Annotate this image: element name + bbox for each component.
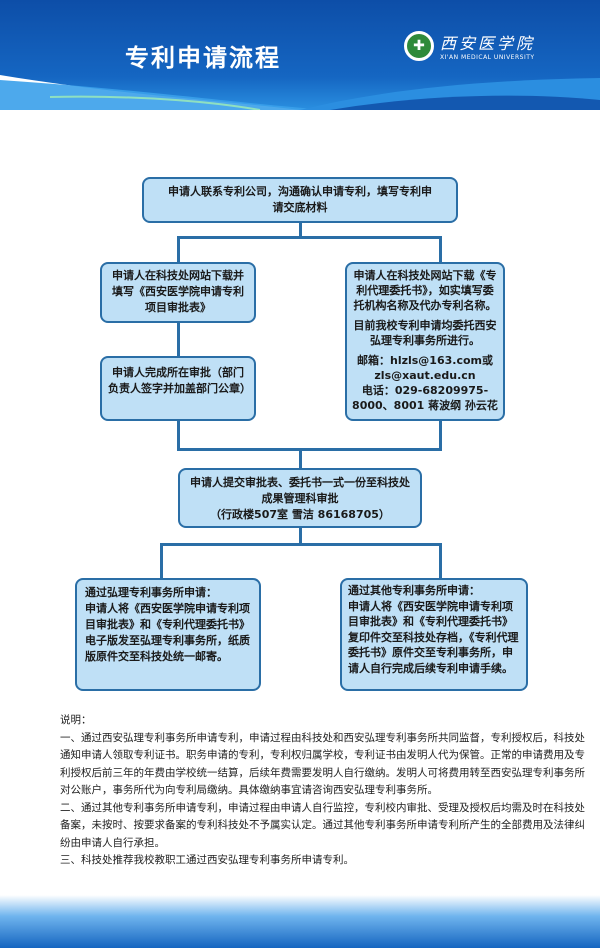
note-1: 一、通过西安弘理专利事务所申请专利，申请过程由科技处和西安弘理专利事务所共同监督… [60, 731, 585, 797]
emblem-icon: ✚ [404, 30, 434, 61]
connector [177, 448, 442, 451]
logo-text-en: XI'AN MEDICAL UNIVERSITY [440, 54, 535, 61]
connector [299, 527, 302, 545]
option-body: 申请人将《西安医学院申请专利项目审批表》和《专利代理委托书》电子版发至弘理专利事… [85, 602, 250, 663]
connector [177, 236, 180, 262]
connector [160, 543, 163, 578]
option-title: 通过弘理专利事务所申请： [85, 586, 217, 599]
connector [160, 543, 442, 546]
step-submit-approval: 申请人提交审批表、委托书一式一份至科技处成果管理科审批 （行政楼507室 雪洁 … [178, 468, 422, 528]
option-body: 申请人将《西安医学院申请专利项目审批表》和《专利代理委托书》复印件交至科技处存档… [348, 599, 519, 675]
step-department-approval: 申请人完成所在审批（部门负责人签字并加盖部门公章） [100, 356, 256, 421]
footer-band [0, 895, 600, 948]
notes-heading: 说明： [60, 714, 92, 726]
option-title: 通过其他专利事务所申请： [348, 584, 480, 597]
page-title: 专利申请流程 [125, 44, 281, 72]
connector [439, 420, 442, 450]
note-2: 二、通过其他专利事务所申请专利，申请过程由申请人自行监控，专利校内审批、受理及授… [60, 801, 585, 849]
connector [439, 236, 442, 262]
step-contact-agency: 申请人联系专利公司，沟通确认申请专利，填写专利申请交底材料 [142, 177, 458, 223]
option-hongli-agency: 通过弘理专利事务所申请： 申请人将《西安医学院申请专利项目审批表》和《专利代理委… [75, 578, 261, 691]
step-download-form: 申请人在科技处网站下载并填写《西安医学院申请专利项目审批表》 [100, 262, 256, 323]
submit-contact: （行政楼507室 雪洁 86168705） [210, 508, 390, 521]
contact-email: 邮箱：hlzls@163.com或zls@xaut.edu.cn [356, 354, 493, 382]
option-other-agency: 通过其他专利事务所申请： 申请人将《西安医学院申请专利项目审批表》和《专利代理委… [340, 578, 528, 691]
connector [177, 420, 180, 450]
logo-text-cn: 西安医学院 [440, 34, 536, 53]
step-download-power-of-attorney: 申请人在科技处网站下载《专利代理委托书》，如实填写委托机构名称及代办专利名称。 … [345, 262, 505, 421]
connector [439, 543, 442, 578]
submit-text: 申请人提交审批表、委托书一式一份至科技处成果管理科审批 [190, 476, 410, 505]
agency-note: 目前我校专利申请均委托西安弘理专利事务所进行。 [353, 319, 497, 347]
connector [299, 448, 302, 468]
wave-decoration [0, 75, 600, 110]
connector [299, 222, 302, 238]
connector [177, 236, 442, 239]
notes-section: 说明： 一、通过西安弘理专利事务所申请专利，申请过程由科技处和西安弘理专利事务所… [60, 712, 590, 870]
connector [177, 322, 180, 356]
note-3: 三、科技处推荐我校教职工通过西安弘理专利事务所申请专利。 [60, 854, 354, 866]
contact-phone: 电话：029-68209975-8000、8001 蒋波纲 孙云花 [352, 384, 498, 412]
power-of-attorney-text: 申请人在科技处网站下载《专利代理委托书》，如实填写委托机构名称及代办专利名称。 [353, 269, 497, 312]
